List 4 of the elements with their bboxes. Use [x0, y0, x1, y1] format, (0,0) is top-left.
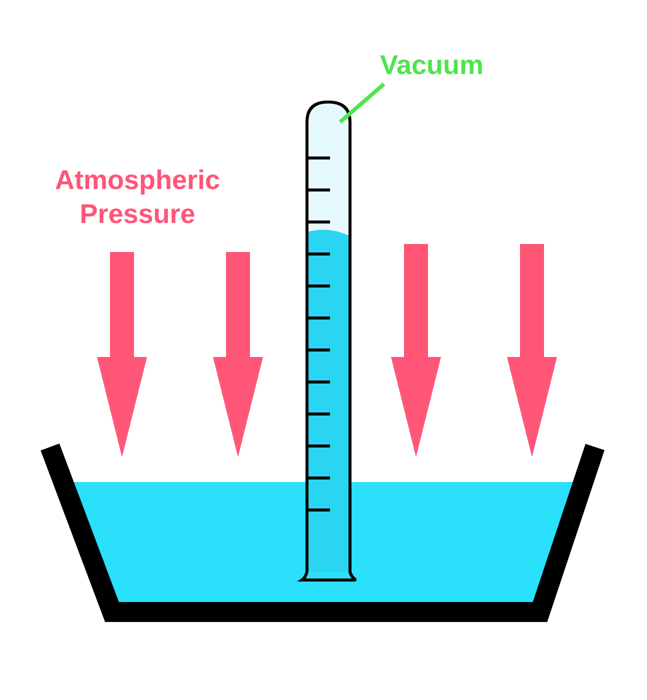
caption-label: Atmospheric Pressure — [54, 164, 222, 231]
leader-line — [338, 82, 386, 124]
vacuum-space — [309, 104, 348, 232]
callout-label: Vacuum — [380, 48, 484, 82]
